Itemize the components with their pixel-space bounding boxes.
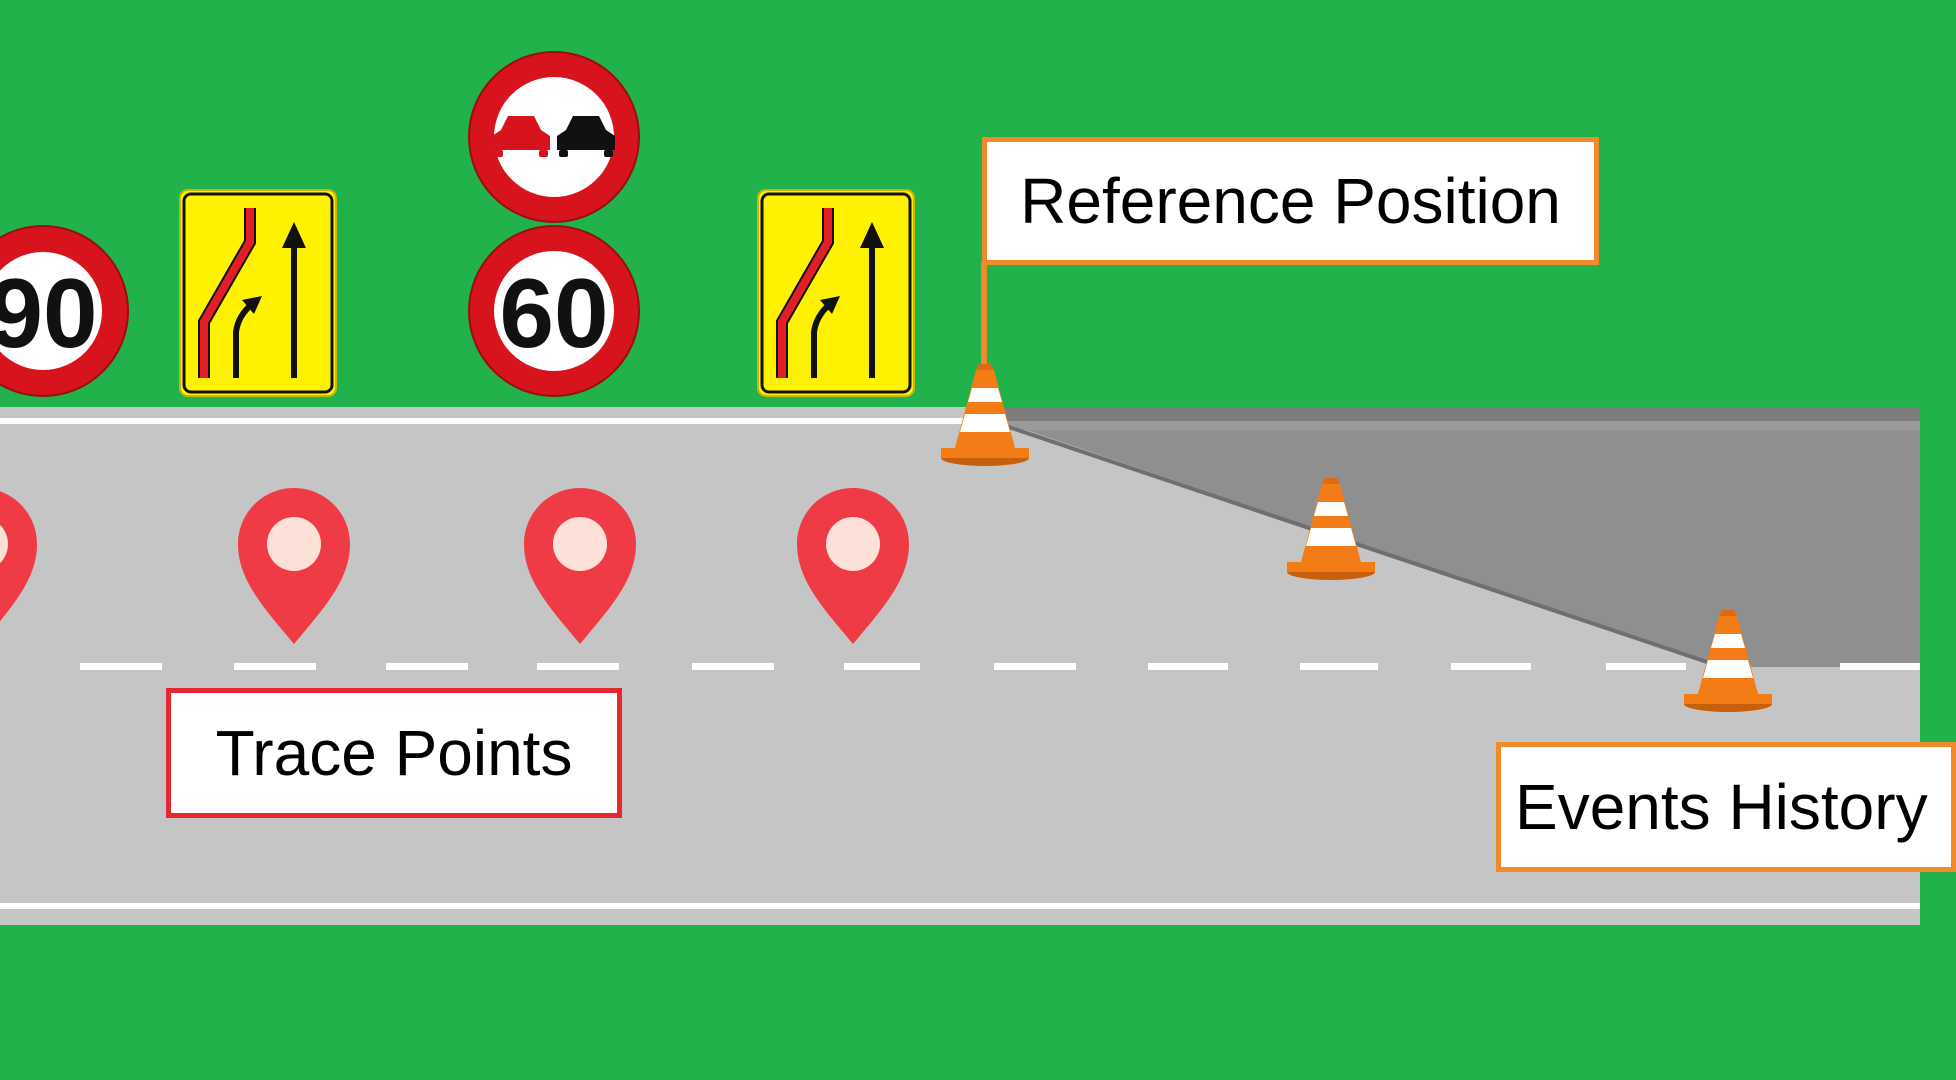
events-history-label: Events History xyxy=(1496,742,1956,872)
speed-limit-60-sign: 60 xyxy=(468,225,640,397)
reference-position-text: Reference Position xyxy=(1020,165,1561,237)
speed-limit-90-sign: 90 xyxy=(0,225,129,397)
events-history-text: Events History xyxy=(1515,771,1928,843)
no-overtaking-sign xyxy=(468,51,640,223)
reference-flag-pole xyxy=(981,262,987,374)
trace-points-text: Trace Points xyxy=(215,717,573,789)
speed-limit-60-text: 60 xyxy=(499,258,608,368)
speed-limit-90-text: 90 xyxy=(0,258,98,368)
trace-points-label: Trace Points xyxy=(166,688,622,818)
lane-merge-sign xyxy=(758,190,914,396)
lane-divider-dashes xyxy=(80,663,1920,670)
reference-position-label: Reference Position xyxy=(982,137,1599,265)
lane-merge-sign xyxy=(180,190,336,396)
closed-lane-taper xyxy=(999,407,1920,669)
